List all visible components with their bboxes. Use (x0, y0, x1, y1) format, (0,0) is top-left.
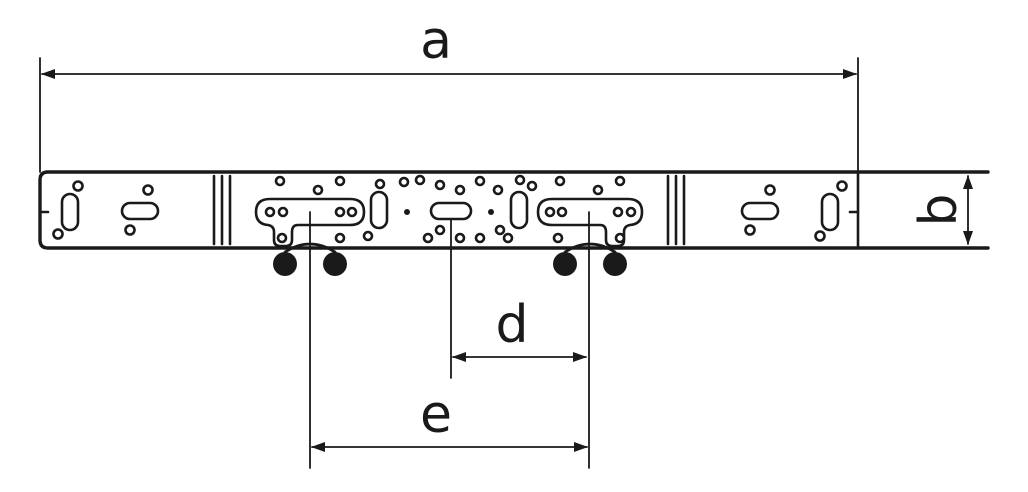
small-hole (434, 224, 446, 236)
small-hole (625, 206, 637, 218)
dimension-a-label: a (420, 11, 452, 71)
small-hole (362, 230, 374, 242)
small-hole (264, 206, 276, 218)
horizontal-slot (120, 201, 160, 221)
small-hole (556, 206, 568, 218)
hook-outline (254, 197, 366, 248)
small-hole (276, 232, 288, 244)
vertical-slot (60, 192, 80, 232)
small-hole (474, 175, 486, 187)
vertical-slot (820, 192, 840, 232)
small-hole (434, 179, 446, 191)
horizontal-slot (429, 201, 473, 221)
small-hole (764, 184, 776, 196)
small-hole (494, 224, 506, 236)
small-hole (404, 209, 410, 215)
small-hole (414, 174, 426, 186)
small-hole (274, 175, 286, 187)
small-hole (552, 232, 564, 244)
horizontal-slot (740, 201, 780, 221)
mounting-pin (273, 252, 297, 276)
small-hole (312, 184, 324, 196)
small-hole (334, 206, 346, 218)
vertical-slot (509, 190, 529, 230)
small-hole (398, 176, 410, 188)
pin-bridge (563, 242, 617, 254)
small-hole (836, 180, 848, 192)
hook-cutout-left (254, 197, 366, 248)
small-hole (334, 232, 346, 244)
small-hole (592, 184, 604, 196)
mounting-pin (603, 252, 627, 276)
dimension-d-label: d (495, 295, 528, 355)
dimension-b: b (909, 175, 973, 245)
rail-plate (38, 170, 990, 276)
small-hole (502, 232, 514, 244)
small-hole (454, 232, 466, 244)
rail-outline (38, 170, 990, 250)
dimension-d: d (450, 219, 587, 379)
small-hole (334, 175, 346, 187)
small-hole (612, 206, 624, 218)
small-hole (277, 206, 289, 218)
small-hole (454, 184, 466, 196)
small-hole (72, 180, 84, 192)
dimension-e-label: e (420, 385, 452, 445)
small-hole (814, 230, 826, 242)
hole-pattern (274, 174, 626, 244)
small-hole (346, 206, 358, 218)
mounting-pins (273, 242, 627, 276)
small-hole (492, 184, 504, 196)
hook-cutout-right (536, 197, 644, 248)
small-hole (52, 228, 64, 240)
small-hole (514, 174, 526, 186)
mounting-pin (323, 252, 347, 276)
mounting-pin (553, 252, 577, 276)
small-hole (374, 178, 386, 190)
small-hole (142, 184, 154, 196)
small-hole (614, 175, 626, 187)
dimension-e: e (309, 211, 590, 469)
dimension-b-label: b (909, 193, 969, 226)
small-hole (544, 206, 556, 218)
small-hole (488, 209, 494, 215)
small-hole (554, 175, 566, 187)
small-hole (422, 232, 434, 244)
small-hole (124, 224, 136, 236)
small-hole (474, 232, 486, 244)
small-hole (744, 224, 756, 236)
small-hole (526, 180, 538, 192)
dimension-a: a (39, 11, 859, 173)
vertical-slot (369, 190, 389, 230)
hook-outline (536, 197, 644, 248)
